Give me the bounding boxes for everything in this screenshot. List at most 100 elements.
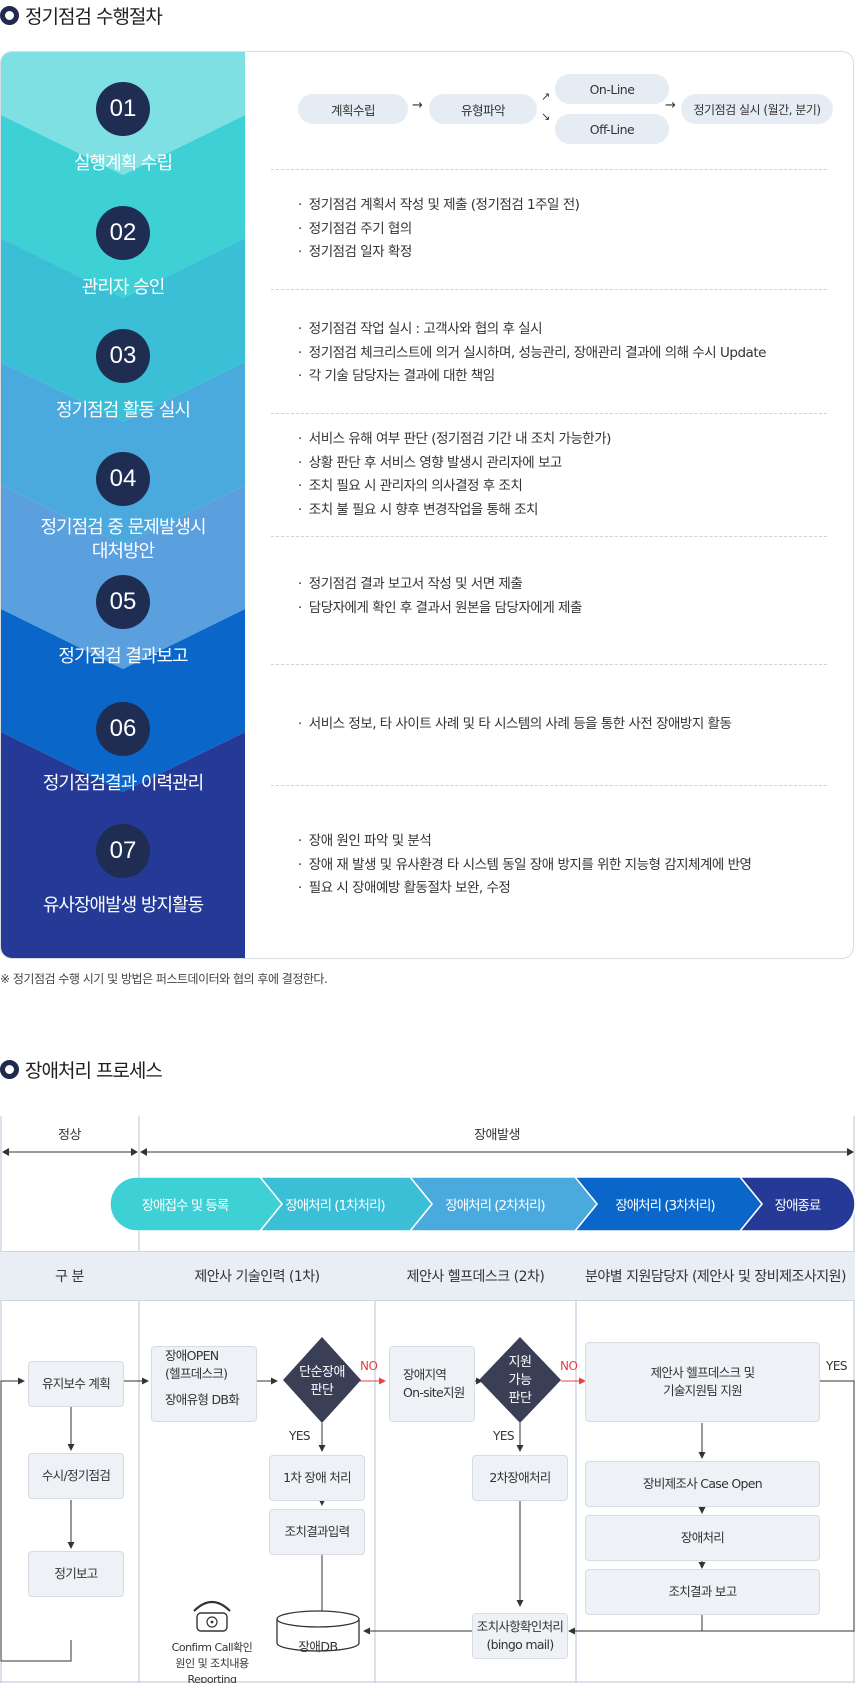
flow-connectors — [0, 1337, 855, 1662]
list-item: 장애 재 발생 및 유사환경 타 시스템 동일 장애 방지를 위한 지능형 감지… — [298, 854, 752, 878]
stage-label: 정기점검 중 문제발생시 대처방안 — [40, 517, 206, 562]
onsite-support-box: 장애지역 On-site지원 — [389, 1346, 475, 1422]
stage-number: 07 — [96, 824, 150, 878]
regular-report-box: 정기보고 — [28, 1551, 124, 1597]
stage-number: 04 — [96, 452, 150, 506]
case-open-box: 장비제조사 Case Open — [585, 1461, 820, 1507]
detail-list-04: 서비스 유해 여부 판단 (정기점검 기간 내 조치 가능한가) 상황 판단 후… — [298, 428, 612, 523]
list-item: 각 기술 담당자는 결과에 대한 책임 — [298, 365, 766, 389]
maintenance-plan-box: 유지보수 계획 — [28, 1361, 124, 1407]
stage-label: 정기점검 결과보고 — [58, 646, 188, 667]
yes-label: YES — [493, 1429, 515, 1443]
list-item: 정기점검 작업 실시 : 고객사와 협의 후 실시 — [298, 318, 766, 342]
stage-01: 01 실행계획 수립 — [1, 82, 245, 176]
divider — [271, 289, 827, 290]
no-label: NO — [560, 1359, 578, 1373]
fault-open-label: 장애OPEN (헬프데스크) — [165, 1348, 228, 1381]
regular-inspection-box: 수시/정기점검 — [28, 1453, 124, 1499]
result-input-box: 조치결과입력 — [269, 1509, 365, 1555]
list-item: 정기점검 결과 보고서 작성 및 서면 제출 — [298, 573, 582, 597]
stage-03: 03 정기점검 활동 실시 — [1, 329, 245, 423]
stage-label: 유사장애발생 방지활동 — [42, 895, 204, 916]
stage-label: 실행계획 수립 — [73, 153, 173, 174]
header-cell: 제안사 헬프데스크 (2차) — [406, 1269, 545, 1285]
header-cell: 제안사 기술인력 (1차) — [194, 1269, 320, 1285]
first-fix-box: 1차 장애 처리 — [269, 1455, 365, 1501]
header-cell: 분야별 지원담당자 (제안사 및 장비제조사지원) — [585, 1269, 846, 1285]
stage-label: 관리자 승인 — [81, 277, 166, 298]
flow-online: On-Line — [555, 74, 669, 104]
yes-label: YES — [826, 1359, 848, 1373]
confirm-process-box: 조치사항확인처리 (bingo mail) — [472, 1613, 568, 1659]
flow-offline: Off-Line — [555, 114, 669, 144]
list-item: 정기점검 계획서 작성 및 제출 (정기점검 1주일 전) — [298, 194, 580, 218]
divider — [271, 664, 827, 665]
stage-06: 06 정기점검결과 이력관리 — [1, 702, 245, 796]
step-label: 장애접수 및 등록 — [141, 1198, 230, 1214]
divider — [271, 536, 827, 537]
stage-label: 정기점검 활동 실시 — [56, 400, 191, 421]
stage-07: 07 유사장애발생 방지활동 — [1, 824, 245, 918]
arrow-up-right-icon: ↗ — [541, 90, 551, 103]
bullet-ring-icon — [0, 5, 19, 25]
stage-04: 04 정기점검 중 문제발생시 대처방안 — [1, 452, 245, 564]
simple-fault-decision: 단순장애 판단 — [299, 1365, 345, 1398]
step-label: 장애처리 (1차처리) — [285, 1198, 385, 1214]
list-item: 필요 시 장애예방 활동절차 보완, 수정 — [298, 877, 751, 901]
stage-label: 정기점검결과 이력관리 — [42, 773, 204, 794]
divider — [271, 169, 827, 170]
list-item: 정기점검 일자 확정 — [298, 241, 579, 265]
normal-range-label: 정상 — [58, 1128, 81, 1143]
detail-list-02: 정기점검 계획서 작성 및 제출 (정기점검 1주일 전) 정기점검 주기 협의… — [298, 194, 580, 265]
stage-number: 06 — [96, 702, 150, 756]
phone-icon — [193, 1600, 231, 1632]
step-chevrons — [110, 1177, 855, 1231]
result-report-box: 조치결과 보고 — [585, 1569, 820, 1615]
list-item: 정기점검 체크리스트에 의거 실시하며, 성능관리, 장애관리 결과에 의해 수… — [298, 342, 767, 366]
step-label: 장애처리 (2차처리) — [445, 1198, 545, 1214]
no-label: NO — [360, 1359, 378, 1373]
step-label: 장애처리 (3차처리) — [615, 1198, 715, 1214]
list-item: 상황 판단 후 서비스 영향 발생시 관리자에 보고 — [298, 452, 611, 476]
section2-header: 장애처리 프로세스 — [0, 1054, 163, 1084]
detail-list-07: 장애 원인 파악 및 분석 장애 재 발생 및 유사환경 타 시스템 동일 장애… — [298, 830, 752, 901]
inspection-procedure-box: 01 실행계획 수립 02 관리자 승인 03 정기점검 활동 실시 04 정기… — [0, 51, 854, 959]
list-item: 조치 불 필요 시 향후 변경작업을 통해 조치 — [298, 499, 611, 523]
fault-range-label: 장애발생 — [474, 1128, 520, 1143]
header-cell: 구 분 — [55, 1269, 84, 1285]
fault-open-box: 장애OPEN (헬프데스크) 장애유형 DB화 — [151, 1346, 257, 1422]
table-header-row: 구 분 제안사 기술인력 (1차) 제안사 헬프데스크 (2차) 분야별 지원담… — [0, 1251, 855, 1301]
fault-db-cylinder: 장애DB — [298, 1639, 338, 1654]
list-item: 조치 필요 시 관리자의 의사결정 후 조치 — [298, 475, 611, 499]
stage-chevron-06 — [1, 609, 245, 792]
arrow-down-right-icon: ↘ — [541, 110, 551, 123]
section2-title: 장애처리 프로세스 — [25, 1059, 163, 1082]
process-step-bar: 장애접수 및 등록 장애처리 (1차처리) 장애처리 (2차처리) 장애처리 (… — [110, 1177, 855, 1231]
arrow-right-icon: → — [665, 98, 676, 113]
stage-number: 03 — [96, 329, 150, 383]
list-item: 정기점검 주기 협의 — [298, 218, 579, 242]
yes-label: YES — [289, 1429, 311, 1443]
support-decision: 지원 가능 판단 — [508, 1355, 532, 1406]
list-item: 서비스 정보, 타 사이트 사례 및 타 시스템의 사례 등을 통한 사전 장애… — [298, 713, 732, 737]
flow-type: 유형파악 — [429, 94, 537, 124]
detail-list-05: 정기점검 결과 보고서 작성 및 서면 제출 담당자에게 확인 후 결과서 원본… — [298, 573, 583, 621]
section1-header: 정기점검 수행절차 — [0, 0, 163, 30]
divider — [271, 785, 827, 786]
fault-fix-box: 장애처리 — [585, 1515, 820, 1561]
stage-number: 05 — [96, 575, 150, 629]
detail-list-06: 서비스 정보, 타 사이트 사례 및 타 시스템의 사례 등을 통한 사전 장애… — [298, 713, 732, 737]
stage-05: 05 정기점검 결과보고 — [1, 575, 245, 669]
list-item: 담당자에게 확인 후 결과서 원본을 담당자에게 제출 — [298, 597, 583, 621]
second-fix-box: 2차장애처리 — [472, 1455, 568, 1501]
step-label: 장애종료 — [774, 1198, 822, 1214]
stage-number: 01 — [96, 82, 150, 136]
flow-exec: 정기점검 실시 (월간, 분기) — [681, 94, 833, 124]
section1-title: 정기점검 수행절차 — [25, 5, 163, 28]
detail-list-03: 정기점검 작업 실시 : 고객사와 협의 후 실시 정기점검 체크리스트에 의거… — [298, 318, 767, 389]
list-item: 서비스 유해 여부 판단 (정기점검 기간 내 조치 가능한가) — [298, 428, 612, 452]
list-item: 장애 원인 파악 및 분석 — [298, 830, 751, 854]
divider — [271, 413, 827, 414]
confirm-call-note: Confirm Call확인 원인 및 조치내용 Reporting — [171, 1641, 253, 1683]
arrow-right-icon: → — [412, 98, 423, 113]
